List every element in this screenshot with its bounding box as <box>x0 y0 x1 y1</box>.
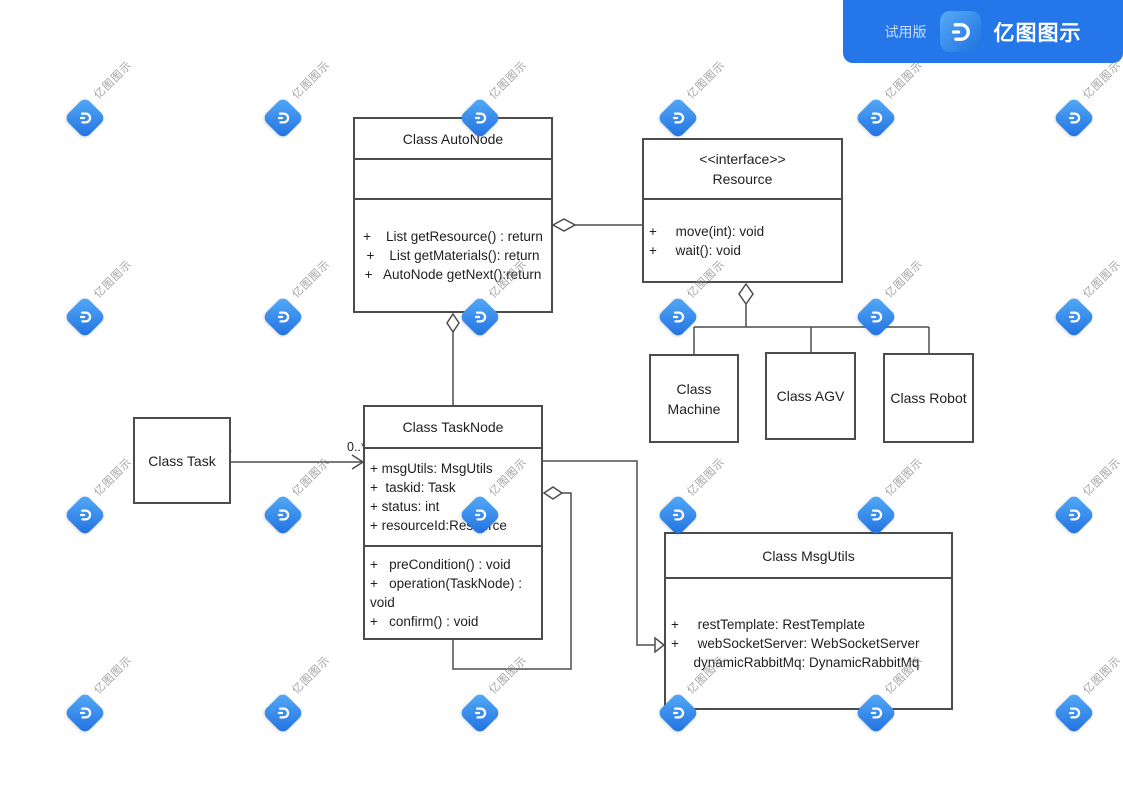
class-title: Class AutoNode <box>402 130 504 147</box>
class-member: + wait(): void <box>649 242 741 258</box>
class-agv[interactable]: Class AGV <box>765 352 856 440</box>
relationship-marker <box>542 486 564 500</box>
relationship-marker <box>738 282 754 306</box>
edraw-logo-icon <box>939 11 981 52</box>
trial-badge[interactable]: 试用版 亿图图示 <box>843 0 1123 63</box>
relationship-marker <box>551 218 577 232</box>
class-title: Class AGV <box>776 388 845 404</box>
class-robot[interactable]: Class Robot <box>883 353 974 443</box>
class-machine[interactable]: Class Machine <box>649 354 739 443</box>
brand-name: 亿图图示 <box>993 21 1082 45</box>
class-msgutils[interactable]: Class MsgUtils + restTemplate: RestTempla… <box>664 532 953 710</box>
class-resource[interactable]: <<interface>> Resource + move(int): void + … <box>642 138 843 283</box>
class-member: + operation(TaskNode) : <box>370 575 522 591</box>
class-member: + taskid: Task <box>370 480 456 495</box>
class-title: <<interface>> <box>699 151 786 167</box>
class-member: void <box>370 594 395 610</box>
class-member: dynamicRabbitMq: DynamicRabbitMq <box>671 655 920 670</box>
class-title: Class Machine <box>667 380 721 417</box>
class-autonode[interactable]: Class AutoNode + List getResource() : ret… <box>353 117 553 313</box>
autonode-aggregates-tasknode[interactable] <box>446 312 460 405</box>
multiplicity-label: 0..* <box>347 440 366 454</box>
class-member: + List getMaterials(): return <box>366 248 540 263</box>
autonode-aggregates-resource[interactable] <box>551 218 642 232</box>
relationship-marker <box>654 636 666 654</box>
class-member: + AutoNode getNext():return <box>364 267 542 282</box>
class-member: + move(int): void <box>649 223 765 239</box>
trial-version-label: 试用版 <box>884 23 927 40</box>
class-member: + preCondition() : void <box>370 556 511 572</box>
resource-to-machine-agv-robot[interactable] <box>693 282 930 354</box>
class-task[interactable]: Class Task <box>133 417 231 504</box>
class-title: Class MsgUtils <box>762 547 855 564</box>
class-tasknode[interactable]: Class TaskNode + msgUtils: MsgUtils + task… <box>363 405 543 640</box>
class-member: + msgUtils: MsgUtils <box>370 461 493 476</box>
class-member: + status: int <box>370 499 440 514</box>
relationship-marker <box>446 312 460 334</box>
class-member: + webSocketServer: WebSocketServer <box>671 636 920 651</box>
class-title: Class Robot <box>890 390 967 406</box>
class-title: Class TaskNode <box>402 419 504 435</box>
tasknode-self-aggregation[interactable] <box>452 486 572 670</box>
class-title: Class Task <box>148 452 216 469</box>
class-title: Resource <box>712 171 773 187</box>
class-member: + confirm() : void <box>370 613 479 629</box>
class-member: + resourceId:Resource <box>370 518 507 533</box>
class-member: + List getResource() : return <box>363 229 543 244</box>
tasknode-to-msgutils[interactable] <box>543 460 666 654</box>
class-member: + restTemplate: RestTemplate <box>671 617 865 632</box>
